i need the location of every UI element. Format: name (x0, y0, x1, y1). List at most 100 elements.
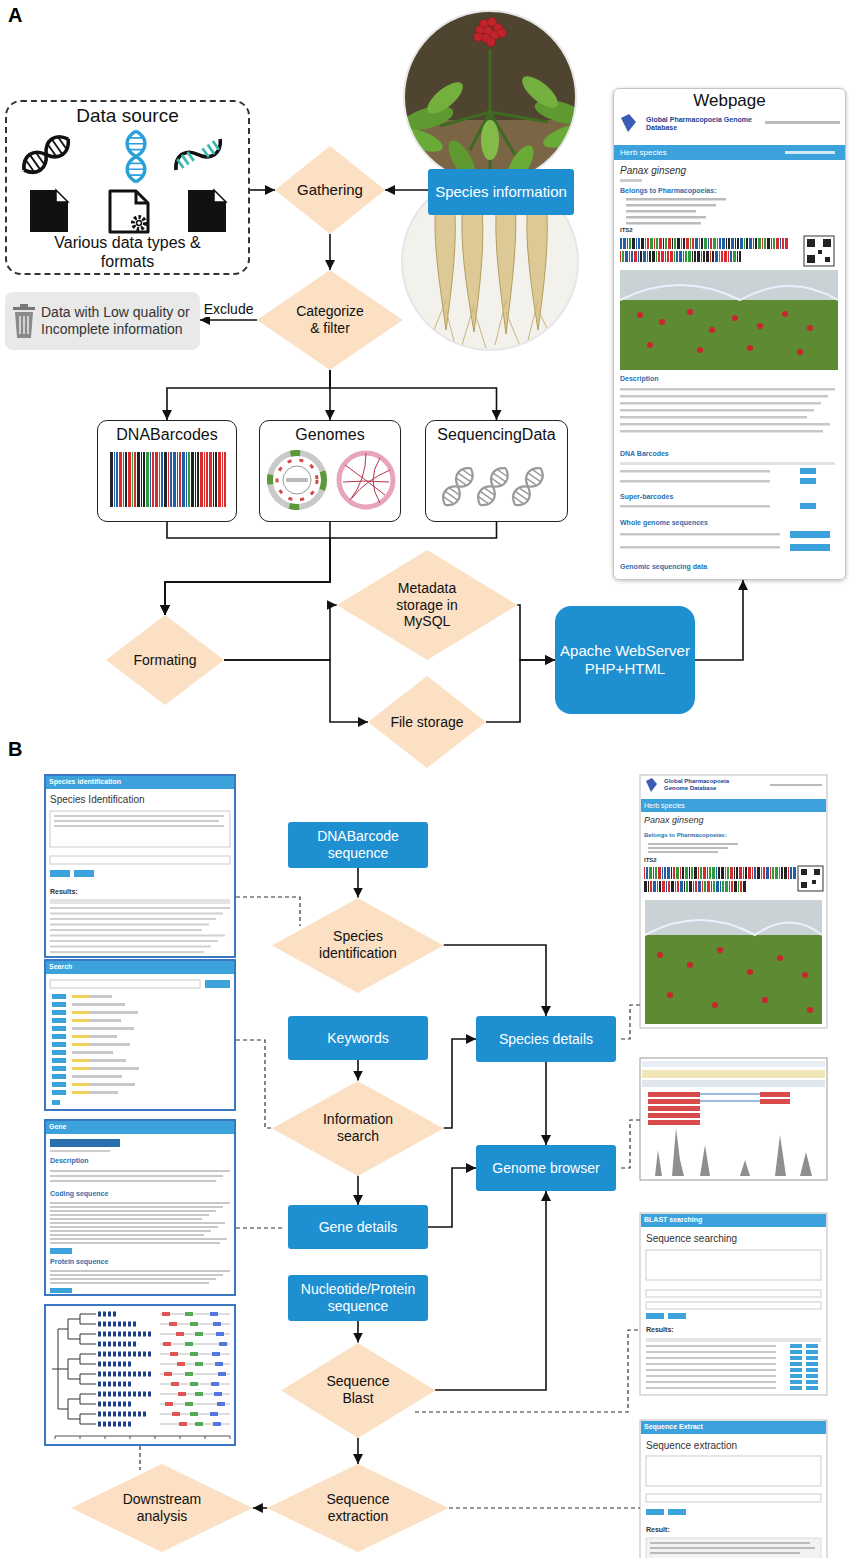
barcode-bar (665, 238, 667, 249)
text-placeholder (50, 1218, 202, 1220)
diamond-shape (368, 676, 486, 768)
blast-screenshot (646, 1338, 821, 1390)
barcode-bar (779, 867, 780, 879)
motif-bar (169, 1322, 177, 1326)
genome-browser-screenshot (640, 1058, 827, 1180)
leader-line (620, 1120, 640, 1168)
webpage-mock (807, 255, 815, 263)
barcode-bar (752, 867, 753, 879)
connector-layer (165, 190, 743, 1508)
table-button (806, 1350, 818, 1354)
screenshot-text: Species Identification (50, 794, 145, 806)
webpage-mock (732, 315, 738, 321)
mock-shape (620, 480, 770, 483)
file-icon (188, 190, 226, 232)
herb-species-screenshot (687, 962, 693, 968)
gene-glyph (143, 1412, 146, 1417)
barcode-bar (692, 238, 694, 249)
table-button (806, 1386, 818, 1390)
search-row (52, 994, 66, 999)
barcode-bar (698, 867, 699, 879)
tree-line (80, 1394, 96, 1395)
barcode-bar (719, 238, 721, 249)
barcode-bar (713, 881, 715, 892)
screenshot-text: Panax ginseng (620, 165, 686, 177)
genome-browser-screenshot (648, 1099, 700, 1104)
barcode-bar (780, 238, 781, 249)
barcode-bar (699, 238, 700, 249)
search-row (52, 1002, 66, 1007)
sequencing-icon (439, 464, 478, 510)
barcode-bar (739, 251, 741, 262)
arrow-connector (695, 580, 743, 660)
gene-glyph (103, 1412, 106, 1417)
gene-glyph (133, 1332, 136, 1337)
motif-bar (210, 1312, 218, 1316)
arrow-connector (165, 522, 330, 615)
text-wrap: Sequence Blast (318, 1373, 398, 1407)
barcode-bar (721, 251, 723, 262)
barcode-bar (200, 452, 203, 507)
gene-glyph (128, 1322, 131, 1327)
barcode-bar (755, 238, 757, 249)
webpage-mock (620, 300, 838, 370)
dna-icon (19, 131, 226, 182)
tree-line (180, 1436, 181, 1439)
gene-glyph (108, 1362, 111, 1367)
genome-circle (277, 460, 317, 500)
search-row (72, 1043, 90, 1046)
tree-line (58, 1369, 68, 1370)
ginseng-photo (517, 71, 562, 113)
barcode-bar (649, 867, 652, 879)
node-title: Species identification (313, 928, 403, 962)
gene-glyph (103, 1392, 106, 1397)
motif-bar (165, 1402, 173, 1406)
photo-border (404, 11, 576, 183)
search-row (72, 1091, 90, 1094)
gene-glyph (118, 1372, 121, 1377)
text-placeholder (50, 1226, 218, 1228)
screenshot-text: Belongs to Pharmacopoeias: (644, 832, 727, 839)
barcode-bar (686, 238, 689, 249)
table-button (790, 1350, 802, 1354)
arrow-connector (330, 370, 497, 420)
gene-screenshot (50, 1248, 72, 1254)
barcode-bar (702, 881, 703, 892)
barcode-bar (674, 238, 676, 249)
barcode-bar (722, 881, 724, 892)
motif-bar (185, 1372, 193, 1376)
text-placeholder (620, 395, 828, 398)
barcode-bar (668, 238, 671, 249)
ginseng-photo (481, 120, 499, 160)
barcode-bar (731, 881, 733, 892)
motif-bar (170, 1352, 178, 1356)
gene-glyph (123, 1332, 126, 1337)
gene-glyph (108, 1392, 111, 1397)
trash-icon (15, 312, 33, 338)
barcode-bar (653, 881, 656, 892)
barcode-bar (718, 867, 720, 879)
node-title: SequencingData (437, 425, 555, 444)
barcode-bar (677, 881, 679, 892)
barcode-bar (123, 452, 124, 507)
barcode-bar (646, 867, 648, 879)
barcode-bar (716, 867, 717, 879)
ginseng-root-photo (435, 200, 455, 330)
barcode-bar (659, 238, 662, 249)
gene-glyph (103, 1352, 106, 1357)
herb-species-screenshot (802, 972, 808, 978)
arrow-connector (224, 605, 337, 660)
barcode-bar (743, 881, 746, 892)
herb-species-screenshot (777, 955, 783, 961)
webpage-mock (614, 114, 845, 551)
search-row (72, 1035, 90, 1038)
gene-glyph (118, 1392, 121, 1397)
process-diamond: Information search (272, 1081, 443, 1176)
gene-glyph (133, 1352, 136, 1357)
text-wrap: File storage (390, 714, 463, 731)
text-wrap: Downstream analysis (117, 1491, 207, 1525)
dna-icon (171, 131, 226, 177)
gene-glyph (138, 1332, 141, 1337)
barcode-bar (770, 867, 771, 879)
gene-glyph (143, 1352, 146, 1357)
